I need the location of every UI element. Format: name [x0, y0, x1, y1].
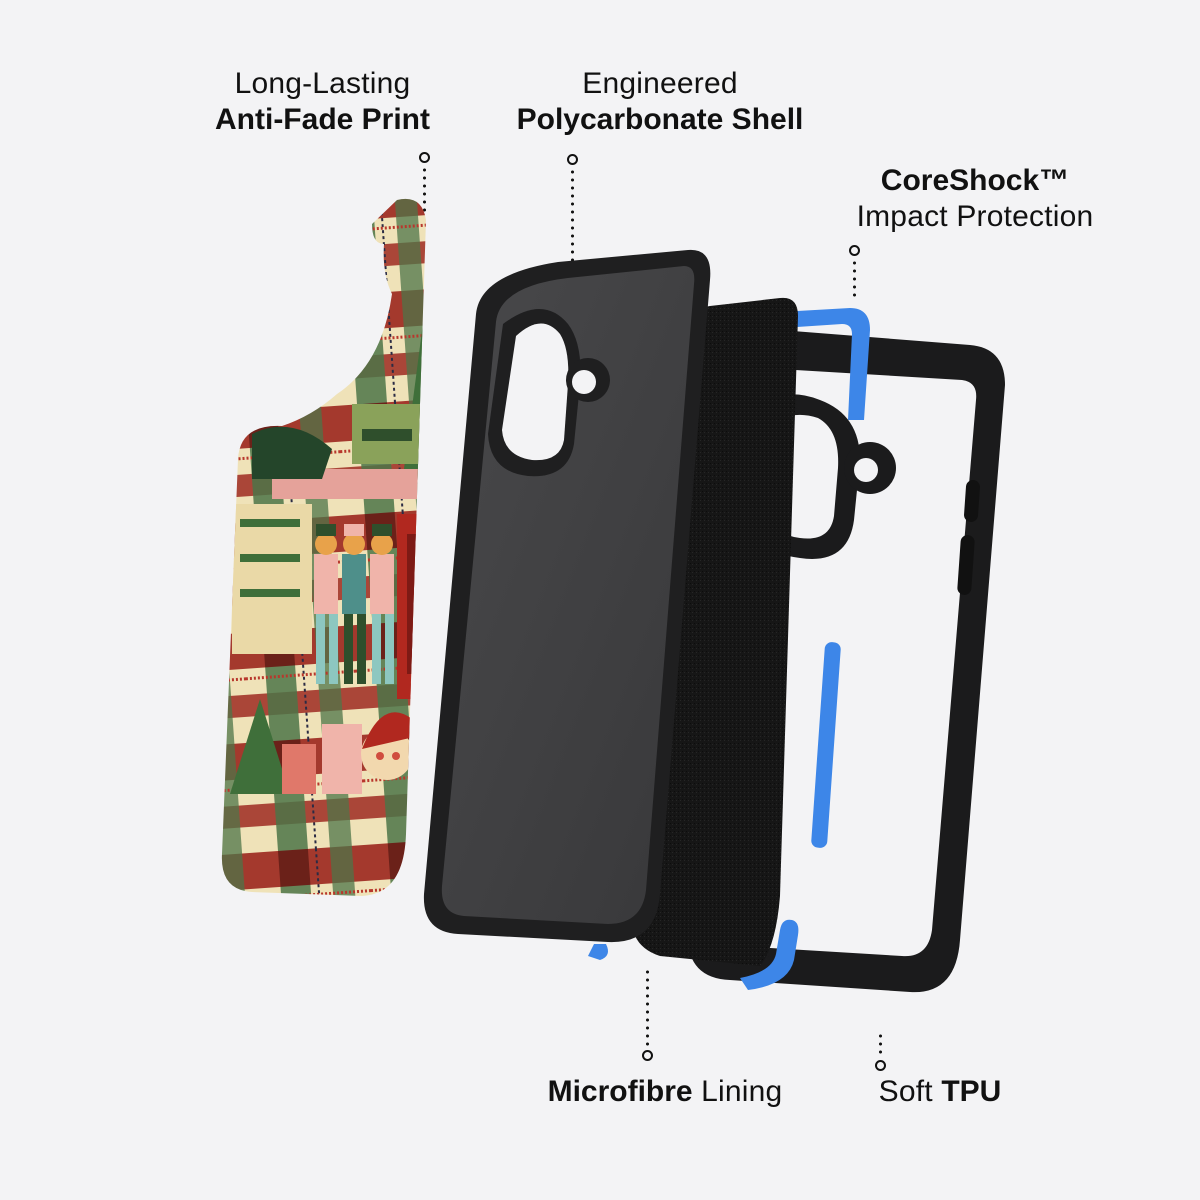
leader-print [418, 152, 430, 216]
label-print-light: Long-Lasting [234, 67, 411, 100]
anti-fade-print-plate [212, 194, 482, 914]
label-lining-light: Lining [692, 1075, 783, 1108]
leader-ring-icon [418, 152, 430, 163]
label-tpu-bold: TPU [941, 1075, 1002, 1108]
leader-ring-icon [874, 1060, 886, 1071]
polycarbonate-shell [408, 244, 728, 964]
leader-tpu [874, 1032, 886, 1071]
label-microfibre-lining: Microfibre Lining [520, 1074, 810, 1110]
leader-ring-icon [566, 154, 578, 165]
print-plate-graphic [221, 198, 426, 896]
label-polycarbonate-shell: Engineered Polycarbonate Shell [490, 66, 830, 138]
label-coreshock-light: Impact Protection [856, 200, 1094, 233]
leader-ring-icon [848, 245, 860, 256]
label-coreshock: CoreShock™ Impact Protection [830, 163, 1120, 235]
leader-ring-icon [641, 1050, 653, 1061]
leader-lining [641, 968, 653, 1061]
label-anti-fade-print: Long-Lasting Anti-Fade Print [190, 66, 455, 138]
label-lining-bold: Microfibre [547, 1075, 693, 1108]
leader-shell [566, 154, 578, 274]
polycarbonate-shell-graphic [423, 249, 711, 960]
label-shell-light: Engineered [582, 67, 738, 100]
label-print-bold: Anti-Fade Print [215, 103, 430, 136]
leader-coreshock [848, 245, 860, 301]
label-tpu-light: Soft [878, 1075, 942, 1108]
label-shell-bold: Polycarbonate Shell [516, 103, 804, 136]
label-coreshock-bold: CoreShock™ [880, 164, 1070, 197]
label-soft-tpu: Soft TPU [860, 1074, 1020, 1110]
